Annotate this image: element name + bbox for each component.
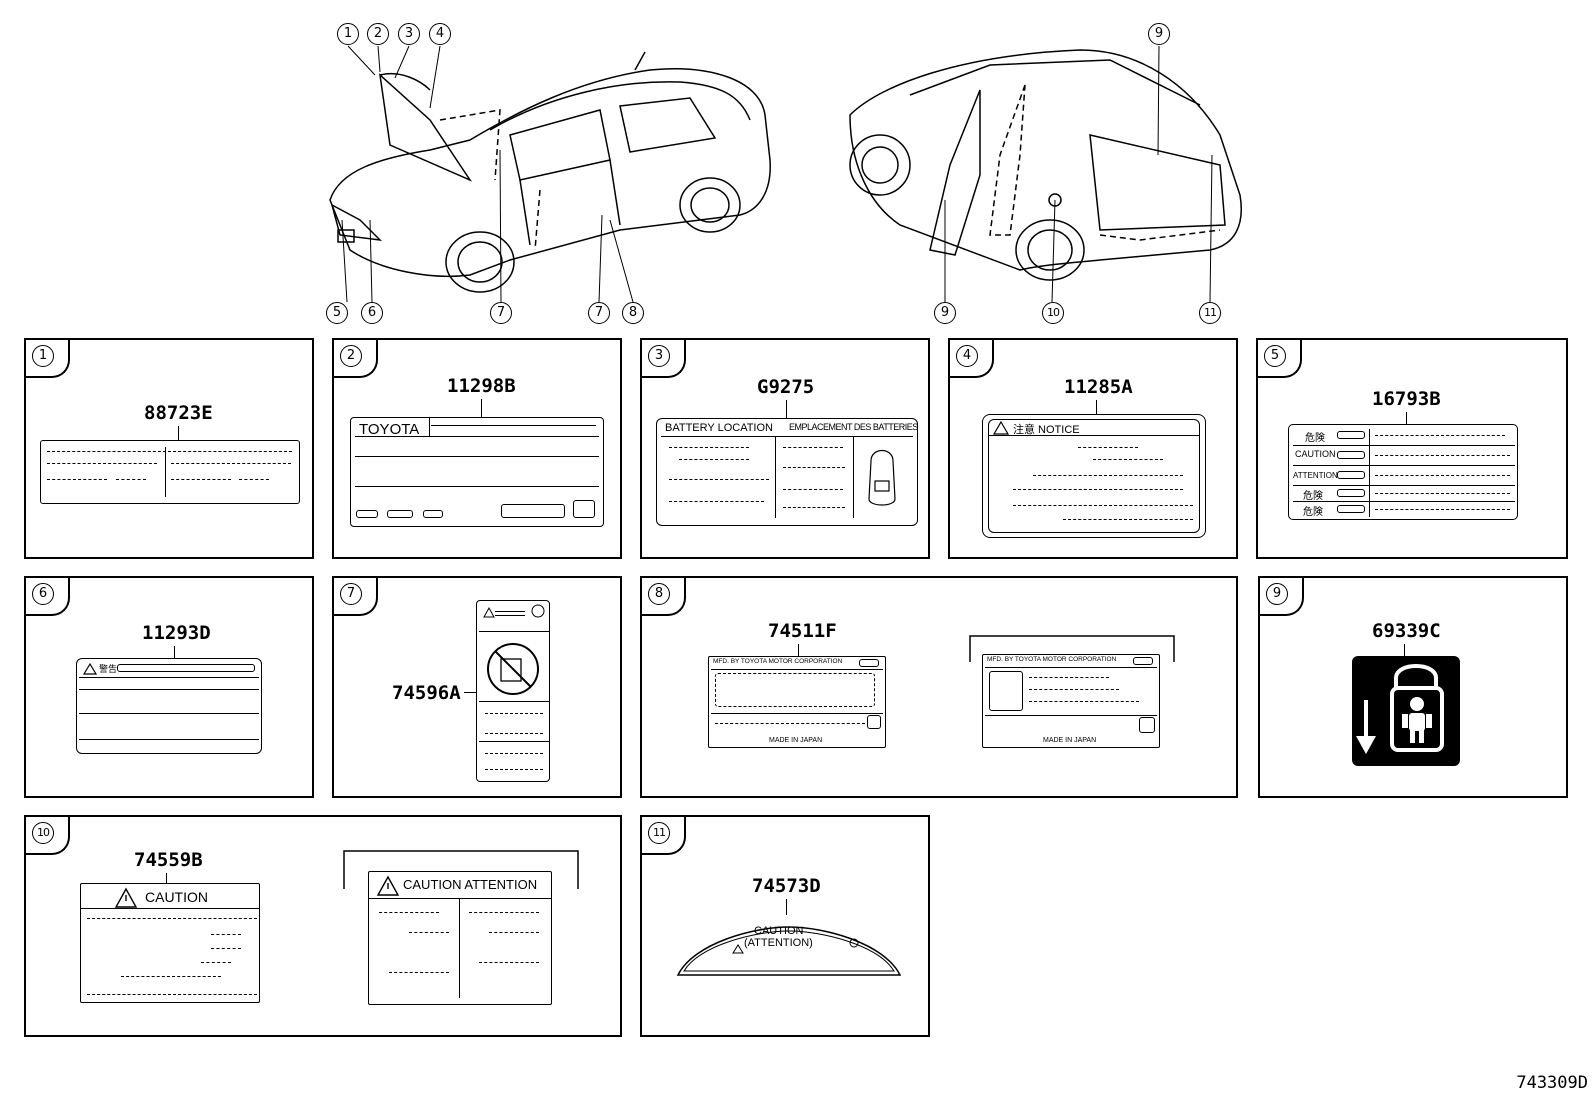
part-number: 74559B — [134, 849, 203, 871]
panel-tag: 11 — [640, 815, 686, 855]
panel-8: 8 74511F MFD. BY TOYOTA MOTOR CORPORATIO… — [640, 576, 1238, 798]
panel-tag: 3 — [640, 338, 686, 378]
panel-tag: 4 — [948, 338, 994, 378]
panel-number: 6 — [32, 583, 54, 605]
panel-4: 4 11285A 注意 NOTICE — [948, 338, 1238, 559]
panel-11: 11 74573D CAUTION (ATTENTION) — [640, 815, 930, 1037]
row-1: CAUTION — [1295, 449, 1336, 459]
panel-number: 5 — [1264, 345, 1286, 367]
label-11285A: 注意 NOTICE — [982, 414, 1206, 538]
panel-number: 9 — [1266, 583, 1288, 605]
callout-8-top: 8 — [622, 302, 644, 324]
panel-6: 6 11293D 警告 — [24, 576, 314, 798]
label-88723E — [40, 440, 300, 504]
rear-leader-lines — [944, 45, 1213, 303]
panel-5: 5 16793B 危険 CAUTION ATTENTION 危険 危険 — [1256, 338, 1568, 559]
part-number: 11298B — [447, 375, 516, 397]
part-number: 74511F — [768, 620, 837, 642]
caution-title: CAUTION — [145, 889, 208, 905]
child-lock-icon — [1352, 656, 1460, 766]
panel-tag: 5 — [1256, 338, 1302, 378]
callout-10-top: 10 — [1042, 302, 1064, 324]
label-74596A — [476, 600, 550, 782]
callout-11-top: 11 — [1199, 302, 1221, 324]
label-74559B: CAUTION — [80, 883, 260, 1003]
panel-tag: 8 — [640, 576, 686, 616]
part-number: G9275 — [757, 376, 815, 398]
callout-7a-top: 7 — [490, 302, 512, 324]
panel-tag: 2 — [332, 338, 378, 378]
part-number: 11285A — [1064, 376, 1133, 398]
callout-5-top: 5 — [326, 302, 348, 324]
caution-text: CAUTION — [754, 925, 804, 937]
label-74511F-b: MFD. BY TOYOTA MOTOR CORPORATION MADE IN… — [982, 654, 1160, 748]
label-74559B-alt: CAUTION ATTENTION — [368, 871, 552, 1005]
part-number: 11293D — [142, 622, 211, 644]
row-3: 危険 — [1303, 491, 1323, 502]
panel-number: 8 — [648, 583, 670, 605]
panel-number: 10 — [32, 822, 54, 844]
figure-number: 743309D — [1516, 1073, 1588, 1093]
callout-9-top: 9 — [1148, 23, 1170, 45]
label-11298B: TOYOTA — [350, 417, 604, 527]
made-b: MADE IN JAPAN — [1043, 737, 1097, 744]
panel-10: 10 74559B CAUTION CAUTION ATTENTION — [24, 815, 622, 1037]
panel-9: 9 69339C — [1258, 576, 1568, 798]
panel-number: 11 — [648, 822, 670, 844]
callout-1-top: 1 — [337, 23, 359, 45]
left-title: BATTERY LOCATION — [665, 422, 773, 434]
panel-tag: 10 — [24, 815, 70, 855]
part-number: 74573D — [752, 875, 821, 897]
made-a: MADE IN JAPAN — [769, 737, 823, 744]
panel-1: 1 88723E — [24, 338, 314, 559]
callout-3-top: 3 — [398, 23, 420, 45]
row-2: ATTENTION — [1293, 471, 1338, 480]
brand-text: TOYOTA — [359, 421, 420, 438]
panel-number: 4 — [956, 345, 978, 367]
panel-number: 7 — [340, 583, 362, 605]
part-number: 69339C — [1372, 620, 1441, 642]
label-11293D: 警告 — [76, 658, 262, 754]
panel-number: 3 — [648, 345, 670, 367]
panel-number: 1 — [32, 345, 54, 367]
maker-b: MFD. BY TOYOTA MOTOR CORPORATION — [987, 656, 1117, 663]
panel-tag: 6 — [24, 576, 70, 616]
right-title: EMPLACEMENT DES BATTERIES — [789, 422, 918, 432]
panel-tag: 7 — [332, 576, 378, 616]
label-74573D — [676, 926, 902, 976]
panel-tag: 9 — [1258, 576, 1304, 616]
attention-text: (ATTENTION) — [744, 937, 813, 949]
panel-2: 2 11298B TOYOTA — [332, 338, 622, 559]
part-number: 16793B — [1372, 388, 1441, 410]
panel-3: 3 G9275 BATTERY LOCATION EMPLACEMENT DES… — [640, 338, 930, 559]
panel-number: 2 — [340, 345, 362, 367]
callout-6-top: 6 — [361, 302, 383, 324]
notice-title: 注意 NOTICE — [1013, 424, 1080, 436]
row-4: 危険 — [1303, 507, 1323, 518]
maker-a: MFD. BY TOYOTA MOTOR CORPORATION — [713, 658, 843, 665]
label-G9275: BATTERY LOCATION EMPLACEMENT DES BATTERI… — [656, 418, 918, 526]
front-leader-lines — [341, 45, 634, 303]
part-number: 74596A — [392, 682, 461, 704]
label-74511F-a: MFD. BY TOYOTA MOTOR CORPORATION MADE IN… — [708, 656, 886, 748]
front-car-illustration — [329, 51, 771, 293]
row-0: 危険 — [1305, 433, 1325, 444]
warning-title: 警告 — [99, 664, 118, 674]
label-16793B: 危険 CAUTION ATTENTION 危険 危険 — [1288, 424, 1518, 520]
panel-tag: 1 — [24, 338, 70, 378]
part-number: 88723E — [144, 402, 213, 424]
caution-attention-title: CAUTION ATTENTION — [403, 877, 538, 892]
callout-7b-top: 7 — [588, 302, 610, 324]
rear-car-illustration — [849, 49, 1242, 281]
callout-9-bottom: 9 — [934, 302, 956, 324]
callout-4-top: 4 — [429, 23, 451, 45]
callout-2-top: 2 — [367, 23, 389, 45]
panel-7: 7 74596A — [332, 576, 622, 798]
